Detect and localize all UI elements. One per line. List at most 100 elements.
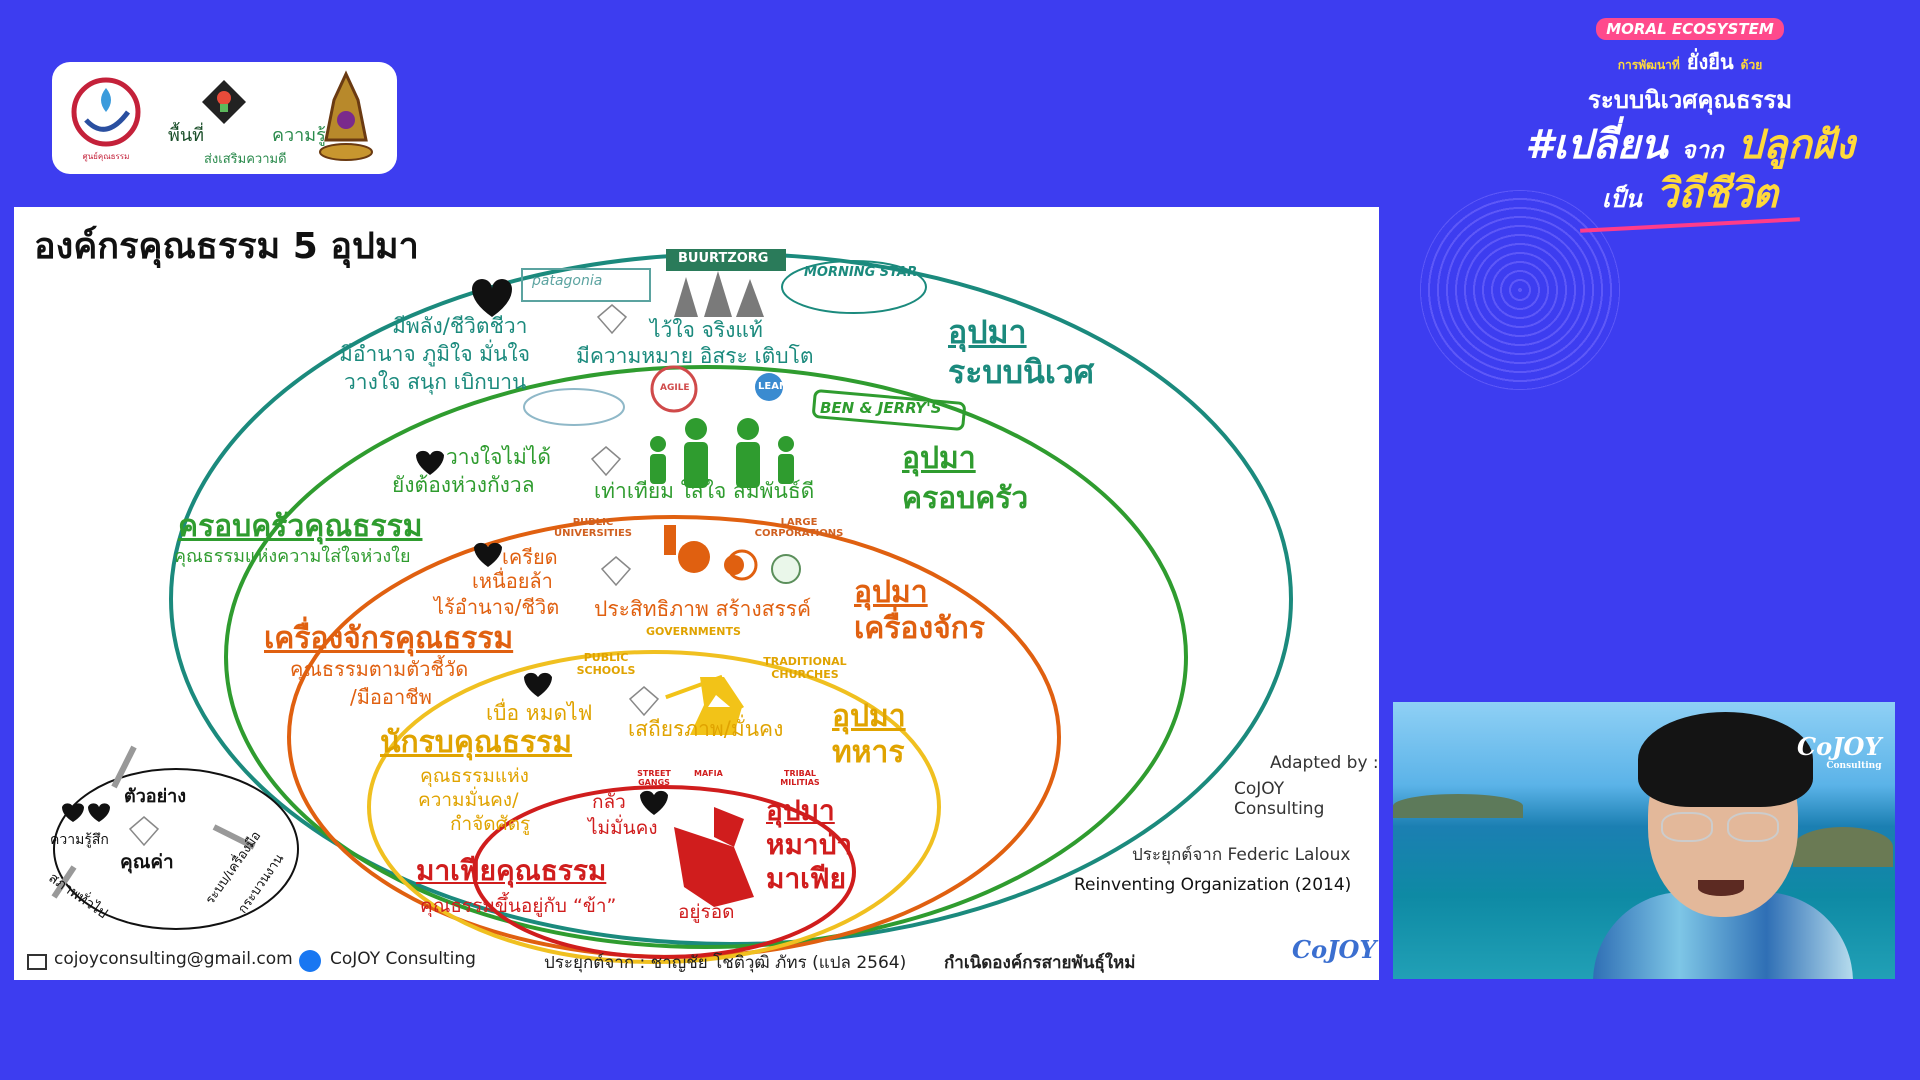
brand-line1: การพัฒนาที่ ยั่งยืน ด้วย: [1617, 50, 1763, 74]
book-title: Reinventing Organization (2014): [1074, 875, 1352, 895]
eco-right-1: ไว้ใจ จริงแท้: [650, 318, 763, 342]
agile-logo: [650, 365, 698, 413]
buurtzorg-trees-icon: [674, 271, 764, 317]
wolf-icon: [674, 807, 754, 907]
wolf-subtitle-1: หมาป่า: [766, 828, 853, 861]
broken-heart-icon: [524, 672, 552, 697]
knowledge-space-logo-icon: [202, 80, 246, 124]
brand-line4: เป็น วิถีชีวิต: [1601, 171, 1779, 217]
soldier-tag-churches: TRADITIONAL CHURCHES: [763, 655, 847, 681]
family-ellipse: [224, 365, 1188, 949]
mini-value: คุณค่า: [120, 851, 174, 873]
speaker-mouth: [1698, 880, 1744, 896]
email-text[interactable]: cojoyconsulting@gmail.com: [54, 949, 293, 969]
island-left: [1393, 794, 1523, 818]
wing-logo: [523, 388, 625, 426]
ministry-emblem-icon: [319, 70, 373, 161]
applied-from: ประยุกต์จาก Federic Laloux: [1132, 845, 1351, 865]
heart-icon: [88, 803, 110, 822]
logo2-text-c: ส่งเสริมความดี: [204, 152, 287, 167]
lean-logo: [755, 373, 783, 401]
machine-tag-universities: PUBLIC UNIVERSITIES: [554, 517, 632, 539]
speaker-video: CoJOY Consulting: [1393, 702, 1895, 979]
patagonia-logo: [521, 268, 651, 302]
morning-star-label: MORNING STAR: [804, 265, 918, 280]
lean-label: LEAN: [758, 381, 788, 392]
soldier-tag-schools: PUBLIC SCHOOLS: [576, 651, 636, 677]
moral-center-logo-icon: [71, 77, 141, 147]
facebook-text[interactable]: CoJOY Consulting: [330, 949, 476, 969]
wolf-ellipse: [472, 785, 856, 959]
eco-left-1: มีพลัง/ชีวิตชีวา: [392, 314, 528, 338]
agile-label: AGILE: [660, 383, 690, 393]
eco-left-3: วางใจ สนุก เบิกบาน: [344, 370, 527, 394]
machine-neg-1: เครียด: [502, 545, 558, 569]
machine-title: อุปมา: [854, 575, 928, 610]
machine-desc-2: /มืออาชีพ: [350, 685, 432, 709]
wolf-tag-gangs: STREET GANGS: [637, 769, 671, 787]
soldier-neg: เบื่อ หมดไฟ: [486, 701, 593, 725]
source-title: กำเนิดองค์กรสายพันธุ์ใหม่: [944, 953, 1136, 973]
brand-line3: #เปลี่ยน จาก ปลูกฝัง: [1525, 122, 1855, 168]
slide-watermark: CoJOY: [1292, 935, 1377, 964]
presentation-slide: องค์กรคุณธรรม 5 อุปมา อุปมา ระบบนิเวศ มี…: [14, 207, 1379, 980]
machine-tag-corporations: LARGE CORPORATIONS: [754, 517, 844, 539]
family-neg-1: วางใจไม่ได้: [446, 445, 551, 469]
diamond-icon: [590, 446, 622, 477]
soldier-desc-3: กำจัดศัตรู: [450, 813, 531, 835]
eco-subtitle: ระบบนิเวศ: [948, 353, 1095, 391]
wolf-desc: คุณธรรมขึ้นอยู่กับ “ข้า”: [420, 895, 617, 917]
family-title: อุปมา: [902, 441, 976, 476]
eco-title: อุปมา: [948, 313, 1027, 351]
brand-line2: ระบบนิเวศคุณธรรม: [1587, 86, 1793, 114]
family-desc: คุณธรรมแห่งความใส่ใจห่วงใย: [174, 546, 411, 567]
glasses-icon: [1661, 812, 1713, 842]
machine-label: เครื่องจักรคุณธรรม: [264, 621, 514, 656]
wolf-subtitle-2: มาเฟีย: [766, 862, 846, 895]
diamond-icon: [600, 556, 632, 587]
machine-desc-1: คุณธรรมตามตัวชี้วัด: [290, 657, 469, 681]
wolf-title: อุปมา: [766, 794, 835, 827]
broken-heart-icon: [640, 790, 668, 815]
source-prefix: ประยุกต์จาก : ชาญชัย โชติวุฒิ ภัทร (แปล …: [544, 953, 907, 973]
arrow-right-icon: [212, 824, 256, 850]
partner-logos: ศูนย์คุณธรรม พื้นที่ ความรู้ ส่งเสริมควา…: [52, 62, 397, 174]
family-neg-2: ยังต้องห่วงกังวล: [392, 473, 535, 497]
logo2-text-a: พื้นที่: [168, 125, 205, 146]
brand-tag: MORAL ECOSYSTEM: [1596, 18, 1784, 40]
email-icon: [27, 954, 47, 970]
video-watermark: CoJOY Consulting: [1797, 732, 1882, 771]
speaker-hair: [1638, 712, 1813, 807]
family-people-icon: [650, 418, 794, 488]
patagonia-label: patagonia: [532, 273, 603, 289]
decorative-pattern: [1420, 190, 1620, 390]
wolf-neg-1: กลัว: [592, 791, 626, 813]
logo1-caption: ศูนย์คุณธรรม: [82, 152, 130, 161]
soldier-subtitle: ทหาร: [832, 735, 905, 770]
wolf-tag-militias: TRIBAL MILITIAS: [780, 769, 820, 787]
eco-left-2: มีอำนาจ ภูมิใจ มั่นใจ: [339, 342, 531, 366]
soldier-title: อุปมา: [832, 699, 906, 734]
adapted-by-label: Adapted by :: [1270, 753, 1379, 773]
soldier-tag-gov: GOVERNMENTS: [646, 625, 741, 638]
heart-icon: [472, 279, 512, 317]
wolf-label: มาเฟียคุณธรรม: [416, 854, 607, 887]
wolf-tag-mafia: MAFIA: [694, 769, 723, 778]
mini-feel: ความรู้สึก: [50, 832, 109, 848]
island-right: [1793, 827, 1893, 867]
diamond-icon: [128, 816, 160, 847]
machine-neg-3: ไร้อำนาจ/ชีวิต: [434, 595, 560, 619]
soldier-desc-1: คุณธรรมแห่ง: [420, 765, 529, 787]
adapted-by-name: CoJOY Consulting: [1234, 779, 1325, 819]
event-brand: MORAL ECOSYSTEM การพัฒนาที่ ยั่งยืน ด้วย…: [1500, 18, 1880, 233]
mini-cycle-ellipse: [53, 768, 299, 930]
diamond-icon: [596, 304, 628, 335]
diamond-icon: [628, 686, 660, 717]
machine-positive: ประสิทธิภาพ สร้างสรรค์: [594, 597, 812, 621]
soldier-positive: เสถียรภาพ/มั่นคง: [628, 717, 784, 741]
facebook-icon: [299, 950, 321, 972]
wolf-neg-2: ไม่มั่นคง: [588, 817, 658, 839]
soldier-desc-2: ความมั่นคง/: [418, 789, 519, 811]
arrow-up-icon: [111, 745, 137, 789]
soldier-icon: [665, 674, 744, 735]
